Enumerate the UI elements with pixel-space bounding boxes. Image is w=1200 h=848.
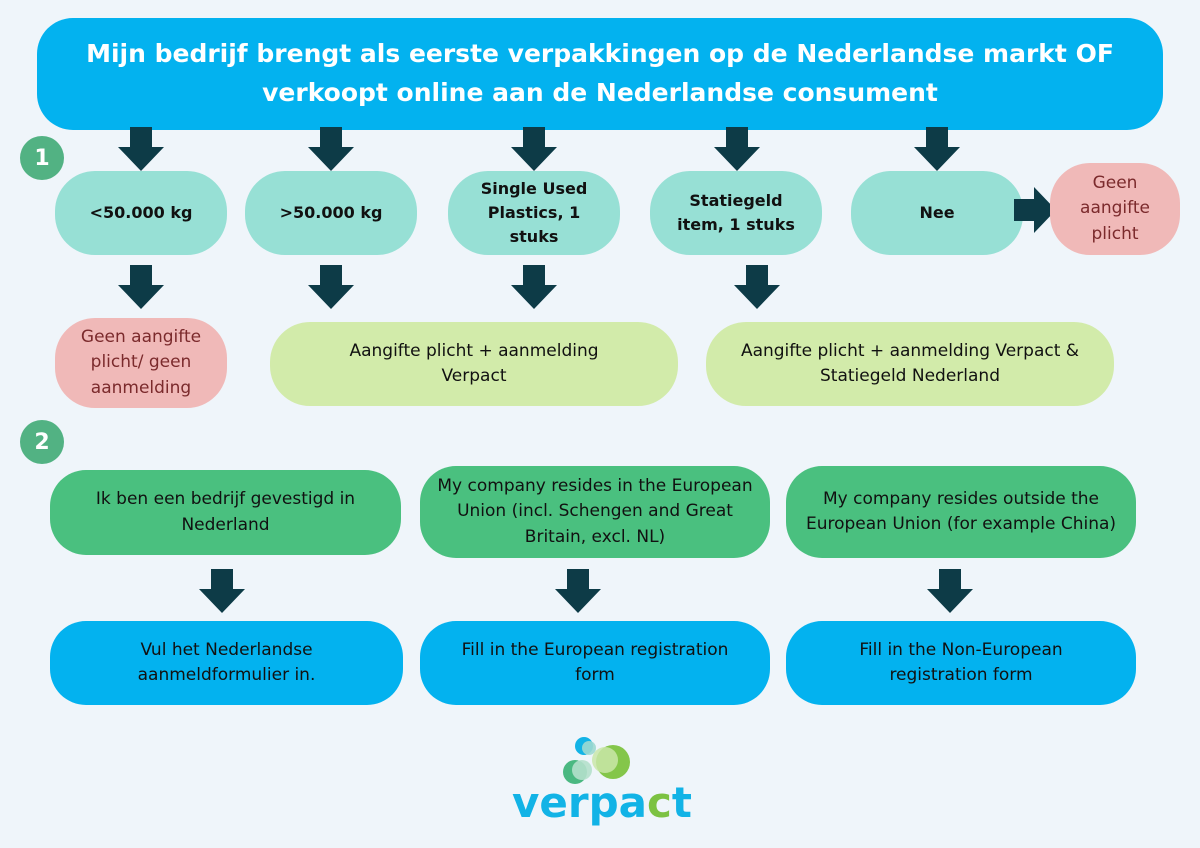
arrow-down-icon (199, 569, 245, 613)
option-nee: Nee (851, 171, 1023, 255)
result-no-registration: Geen aangifte plicht/ geen aanmelding (55, 318, 227, 408)
option-statiegeld-item: Statiegeld item, 1 stuks (650, 171, 822, 255)
form-non-european-registration[interactable]: Fill in the Non-European registration fo… (786, 621, 1136, 705)
header-question: Mijn bedrijf brengt als eerste verpakkin… (37, 18, 1163, 130)
arrow-down-icon (118, 265, 164, 309)
arrow-down-icon (555, 569, 601, 613)
arrow-right-icon (1014, 187, 1056, 233)
arrow-down-icon (118, 127, 164, 171)
location-european-union: My company resides in the European Union… (420, 466, 770, 558)
form-european-registration[interactable]: Fill in the European registration form (420, 621, 770, 705)
arrow-down-icon (714, 127, 760, 171)
verpact-logo-icon (563, 737, 630, 784)
result-registration-verpact: Aangifte plicht + aanmelding Verpact (270, 322, 678, 406)
arrow-down-icon (308, 127, 354, 171)
location-outside-eu: My company resides outside the European … (786, 466, 1136, 558)
result-geen-aangifte-plicht: Geen aangifte plicht (1050, 163, 1180, 255)
option-under-50000kg: <50.000 kg (55, 171, 227, 255)
arrow-down-icon (308, 265, 354, 309)
form-dutch-registration[interactable]: Vul het Nederlandse aanmeldformulier in. (50, 621, 403, 705)
arrow-down-icon (734, 265, 780, 309)
verpact-logo-text: verpact (512, 778, 692, 827)
option-single-used-plastics: Single Used Plastics, 1 stuks (448, 171, 620, 255)
arrow-down-icon (927, 569, 973, 613)
arrow-down-icon (511, 127, 557, 171)
location-netherlands: Ik ben een bedrijf gevestigd in Nederlan… (50, 470, 401, 555)
arrow-down-icon (511, 265, 557, 309)
step-2-badge: 2 (20, 420, 64, 464)
result-registration-verpact-statiegeld: Aangifte plicht + aanmelding Verpact & S… (706, 322, 1114, 406)
option-over-50000kg: >50.000 kg (245, 171, 417, 255)
step-1-badge: 1 (20, 136, 64, 180)
arrow-down-icon (914, 127, 960, 171)
